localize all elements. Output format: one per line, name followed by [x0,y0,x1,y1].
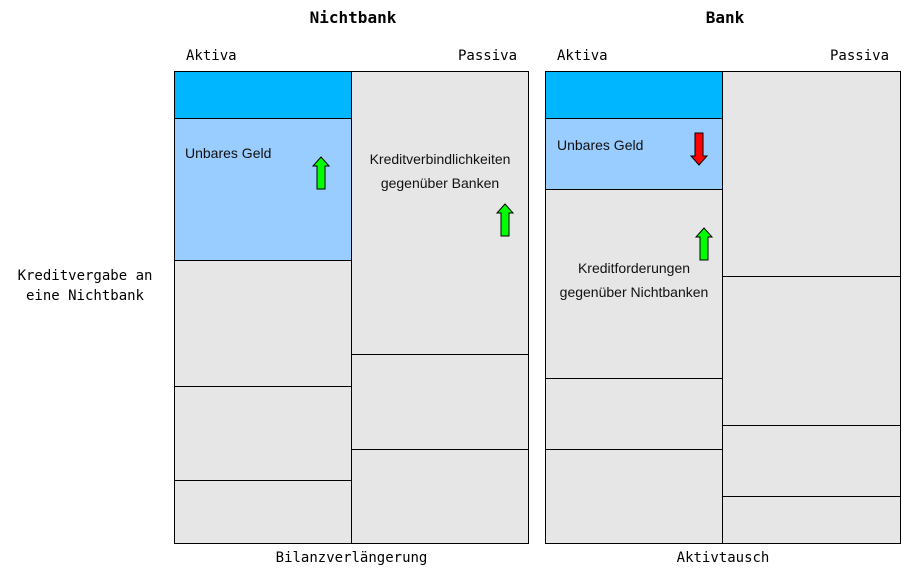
row-label-line1: Kreditvergabe an [17,268,153,284]
bank-kredit-line1: Kreditforderungen [577,260,691,276]
bank-caption: Aktivtausch [676,550,770,566]
bank-unbares-geld-text: Unbares Geld [557,137,644,153]
nb-unbares-geld-text: Unbares Geld [185,145,272,161]
bank-liability-cell [722,425,901,497]
row-label-line2: eine Nichtbank [25,288,144,304]
nb-asset-cell [174,260,352,387]
nb-kredit-line2: gegenüber Banken [380,175,500,191]
arrow-down-icon [690,132,708,166]
bank-aktiva-label: Aktiva [557,48,608,64]
row-label: Kreditvergabe an eine Nichtbank [5,266,165,306]
nichtbank-passiva-label: Passiva [458,48,518,64]
bank-unbares-geld-cell [545,118,723,190]
bank-kreditforderungen-cell [545,189,723,379]
nb-liability-cell [351,354,529,450]
bank-liability-cell [722,496,901,544]
bank-passiva-label: Passiva [830,48,890,64]
bank-title: Bank [705,8,745,27]
bank-kredit-text: Kreditforderungen gegenüber Nichtbanken [546,256,722,304]
bank-asset-cell [545,449,723,544]
nb-asset-cell [174,386,352,481]
nb-cash-cell [174,71,352,119]
nb-kredit-text: Kreditverbindlichkeiten gegenüber Banken [352,147,528,195]
bank-cash-cell [545,71,723,119]
bank-kredit-line2: gegenüber Nichtbanken [559,284,709,300]
arrow-up-icon [496,203,514,237]
nb-liability-cell [351,449,529,544]
bank-liability-cell [722,276,901,426]
nichtbank-title: Nichtbank [309,8,397,27]
nichtbank-caption: Bilanzverlängerung [275,550,428,566]
nb-asset-cell [174,480,352,544]
arrow-up-icon [695,227,713,261]
bank-liability-cell [722,71,901,277]
bank-asset-cell [545,378,723,450]
nichtbank-aktiva-label: Aktiva [186,48,237,64]
arrow-up-icon [312,156,330,190]
nb-kredit-line1: Kreditverbindlichkeiten [369,151,511,167]
